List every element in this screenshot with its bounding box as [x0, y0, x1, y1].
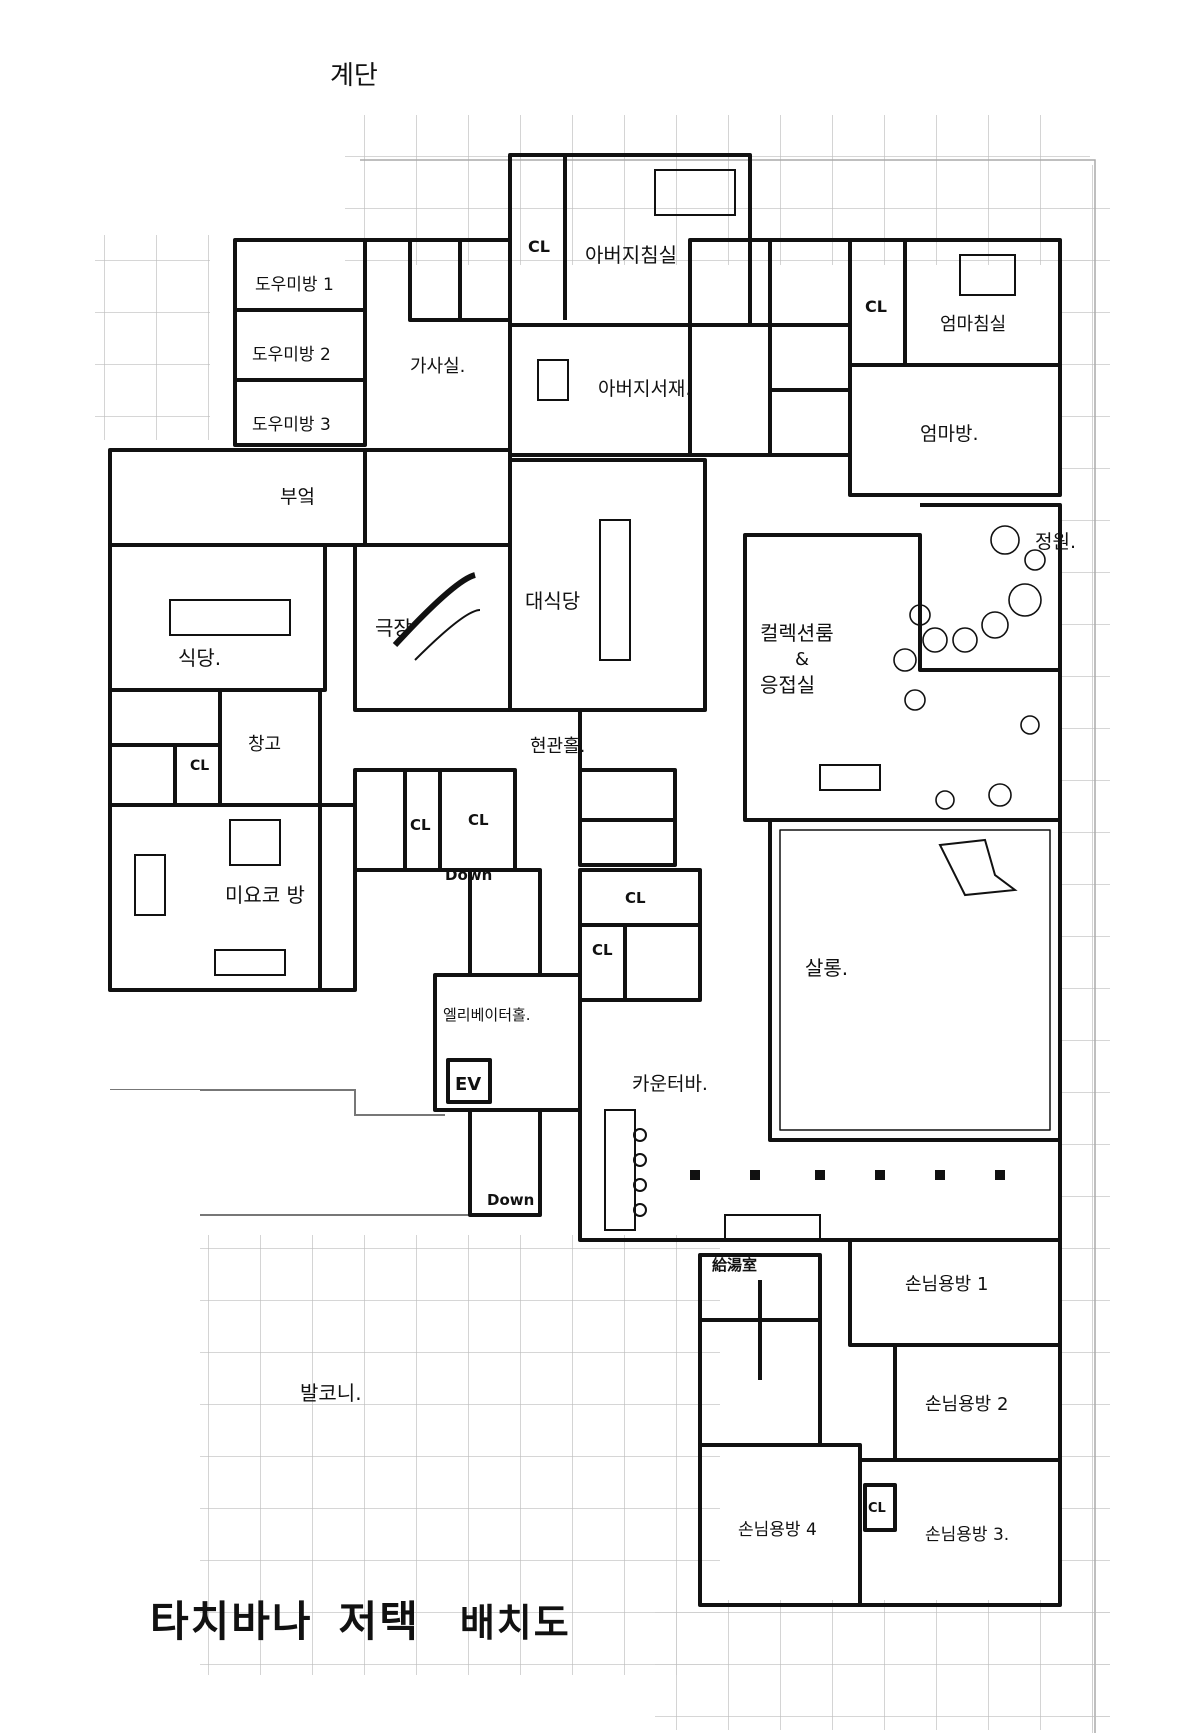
label-reception: 응접실 [760, 673, 815, 697]
label-pantry: 給湯室 [712, 1256, 757, 1274]
label-down-1: Down [445, 866, 492, 884]
label-counter: 카운터바. [632, 1073, 708, 1095]
label-maid-3: 도우미방 3 [252, 415, 331, 435]
label-down-2: Down [487, 1191, 534, 1209]
label-mother-room: 엄마방. [920, 423, 978, 445]
drawing-title: 타치바나 저택 배치도 [150, 1588, 571, 1649]
label-cl-c: CL [190, 758, 209, 774]
title-part-1: 타치바나 [150, 1597, 313, 1646]
label-guest-2: 손님용방 2 [925, 1394, 1008, 1415]
label-cl-e: CL [468, 811, 489, 829]
columns [690, 1170, 1005, 1180]
label-balcony: 발코니. [300, 1381, 362, 1405]
terrace-grid [95, 115, 1110, 1733]
label-housework: 가사실. [410, 356, 465, 377]
garden-trees [893, 525, 1046, 810]
room-labels: 계단 도우미방 1 도우미방 2 도우미방 3 가사실. 아버지침실 아버지서재… [178, 61, 1076, 1545]
label-garden: 정원. [1035, 531, 1076, 553]
label-elevator-hall: 엘리베이터홀. [443, 1006, 531, 1024]
label-amp: & [795, 649, 809, 670]
label-theater: 극장 [375, 616, 412, 640]
label-cl-b: CL [865, 297, 887, 316]
label-banquet: 대식당 [525, 589, 580, 613]
label-cl-h: CL [868, 1501, 886, 1516]
label-miyoko: 미요코 방 [225, 883, 305, 907]
label-collection: 컬렉션룸 [760, 621, 834, 645]
label-storage: 창고 [248, 734, 281, 755]
label-cl-a: CL [528, 237, 550, 256]
label-mother-bedroom: 엄마침실 [940, 314, 1006, 335]
label-ev: EV [455, 1074, 481, 1095]
label-kitchen: 부엌 [280, 486, 315, 508]
label-cl-f: CL [625, 889, 646, 907]
label-salon: 살롱. [805, 956, 848, 980]
fixtures [134, 169, 1018, 1241]
label-father-study: 아버지서재. [598, 378, 691, 400]
label-cl-g: CL [592, 941, 613, 959]
label-dining-small: 식당. [178, 646, 221, 670]
label-stairs-top: 계단 [330, 61, 378, 91]
label-entrance: 현관홀. [530, 736, 585, 757]
label-father-bedroom: 아버지침실 [585, 243, 677, 267]
label-guest-1: 손님용방 1 [905, 1274, 988, 1295]
title-part-2: 저택 [338, 1597, 420, 1646]
label-guest-3: 손님용방 3. [925, 1525, 1009, 1545]
label-guest-4: 손님용방 4 [738, 1520, 817, 1540]
label-cl-d: CL [410, 816, 431, 834]
label-maid-2: 도우미방 2 [252, 345, 331, 365]
label-maid-1: 도우미방 1 [255, 275, 334, 295]
walls [108, 153, 1062, 1607]
title-part-3: 배치도 [459, 1601, 571, 1645]
